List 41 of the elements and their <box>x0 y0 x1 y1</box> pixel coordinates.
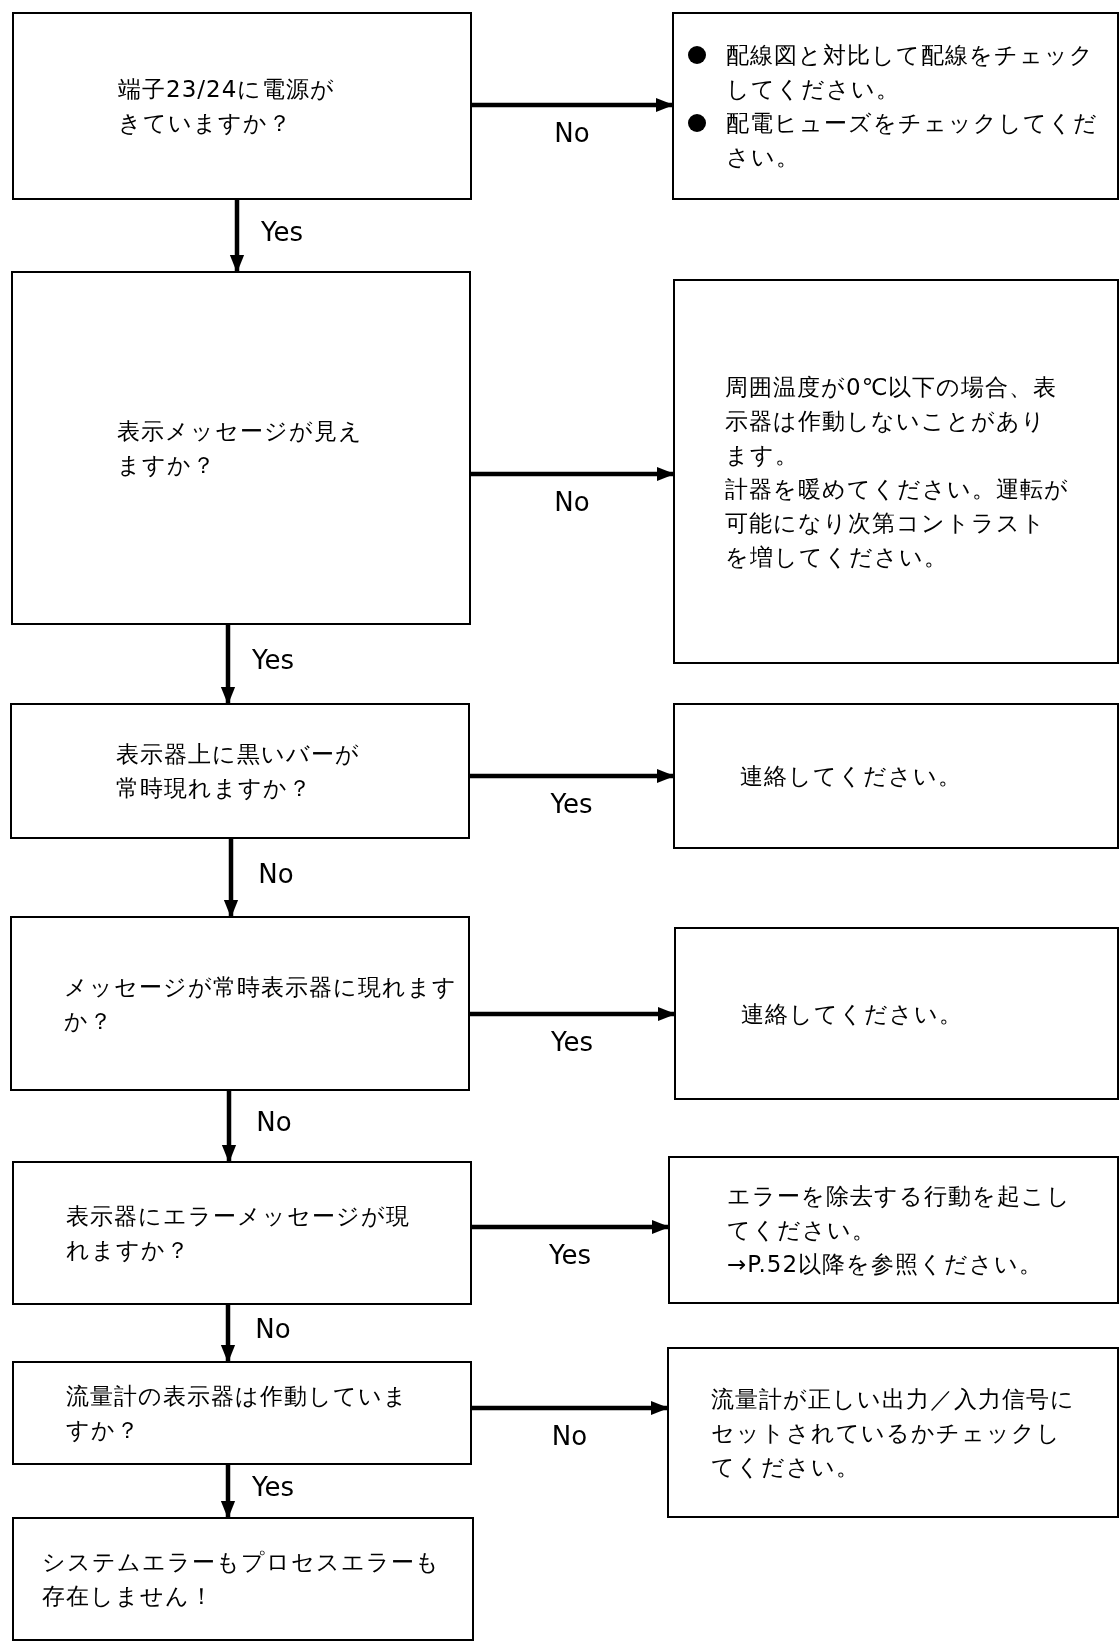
arrow <box>470 768 675 784</box>
arrow <box>220 1465 236 1519</box>
arrow <box>470 1006 676 1022</box>
instruction-text: 計器を暖めてください。運転が可能になり次第コントラストを増してください。 <box>725 474 1070 572</box>
question-box <box>10 916 470 1091</box>
instruction-text: 連絡してください。 <box>740 762 963 791</box>
question-text: 表示器上に黒いバーが常時現れますか？ <box>116 740 361 803</box>
arrow <box>220 1305 236 1363</box>
arrow <box>221 1091 237 1163</box>
arrow <box>229 200 245 273</box>
arrow <box>472 1400 669 1416</box>
arrow <box>220 625 236 705</box>
action-box <box>673 703 1119 849</box>
question-box <box>10 703 470 839</box>
question-box <box>12 1517 474 1641</box>
action-box <box>672 12 1119 200</box>
action-box <box>668 1156 1119 1304</box>
question-box <box>12 12 472 200</box>
question-text: メッセージが常時表示器に現れますか？ <box>64 972 458 1036</box>
arrow <box>472 1219 670 1235</box>
instruction-text: 連絡してください。 <box>741 999 964 1029</box>
arrow <box>223 839 239 918</box>
instruction-text: 流量計が正しい出力／入力信号にセットされているかチェックしてください。 <box>711 1384 1076 1482</box>
arrow <box>472 97 674 113</box>
question-text: 端子23/24に電源がきていますか？ <box>118 75 337 138</box>
instruction-text: エラーを除去する行動を起こしてください。 <box>727 1182 1072 1245</box>
arrow <box>471 466 675 482</box>
action-box <box>673 279 1119 664</box>
question-text: 表示メッセージが見えますか？ <box>117 417 364 480</box>
question-box <box>12 1161 472 1305</box>
question-text: 流量計の表示器は作動していますか？ <box>66 1382 409 1445</box>
question-text: システムエラーもプロセスエラーも存在しません！ <box>42 1548 441 1611</box>
instruction-text: 周囲温度が0℃以下の場合、表示器は作動しないことがあります。 <box>725 372 1059 470</box>
question-box <box>12 1361 472 1465</box>
instruction-text: →P.52以降を参照ください。 <box>727 1250 1045 1279</box>
bullet-text: 配線図と対比して配線をチェックしてください。 <box>726 41 1095 104</box>
question-box <box>11 271 471 625</box>
question-text: 表示器にエラーメッセージが現れますか？ <box>66 1202 411 1265</box>
action-box <box>667 1347 1119 1518</box>
bullet-text: 配電ヒューズをチェックしてください。 <box>726 109 1099 172</box>
action-box <box>674 927 1119 1100</box>
